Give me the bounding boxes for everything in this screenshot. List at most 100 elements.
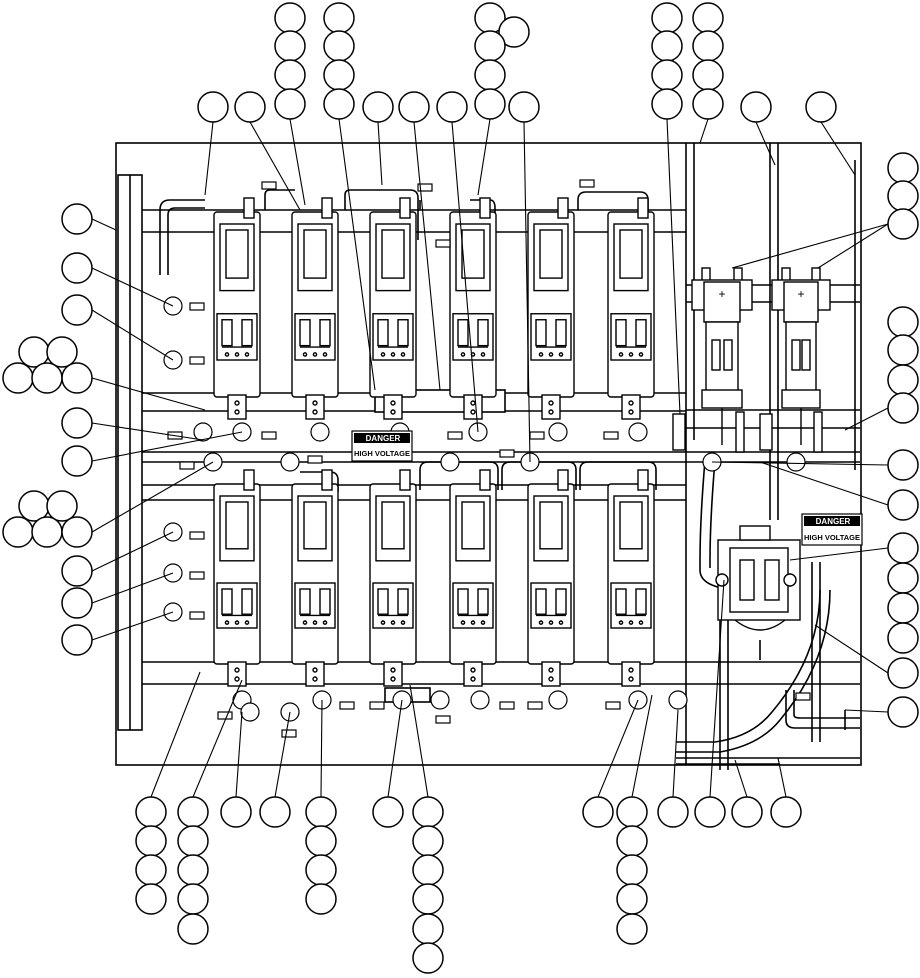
callout-bubble bbox=[887, 532, 919, 564]
leader-line bbox=[91, 309, 174, 361]
leader-line bbox=[731, 223, 889, 269]
stud bbox=[668, 690, 688, 710]
leader-line bbox=[204, 121, 214, 196]
callout-bubble bbox=[887, 334, 919, 366]
callout-bubble bbox=[616, 796, 648, 828]
leader-line bbox=[789, 547, 889, 561]
callout-bubble bbox=[651, 88, 683, 120]
callout-bubble bbox=[61, 555, 93, 587]
terminal-label bbox=[261, 431, 277, 440]
circuit-breaker bbox=[291, 197, 339, 420]
sign-high-voltage-text: HIGH VOLTAGE bbox=[804, 533, 860, 542]
leader-line bbox=[235, 711, 243, 798]
callout-bubble bbox=[887, 306, 919, 338]
callout-bubble bbox=[805, 91, 837, 123]
terminal-label bbox=[189, 531, 205, 540]
callout-bubble bbox=[474, 88, 506, 120]
leader-line bbox=[597, 699, 639, 798]
leader-line bbox=[91, 572, 174, 604]
leader-line bbox=[755, 121, 776, 166]
callout-bubble bbox=[274, 88, 306, 120]
callout-bubble bbox=[46, 490, 78, 522]
callout-bubble bbox=[305, 796, 337, 828]
terminal-label bbox=[605, 701, 621, 710]
circuit-breaker bbox=[527, 197, 575, 420]
terminal-block bbox=[672, 413, 686, 451]
leader-line bbox=[666, 118, 681, 415]
circuit-breaker bbox=[369, 469, 417, 687]
leader-line bbox=[817, 223, 889, 269]
callout-bubble bbox=[274, 30, 306, 62]
stud bbox=[470, 690, 490, 710]
leader-line bbox=[844, 407, 889, 431]
enclosure-outline bbox=[115, 142, 862, 766]
terminal-label bbox=[795, 692, 811, 701]
callout-bubble bbox=[887, 208, 919, 240]
callout-bubble bbox=[651, 30, 683, 62]
callout-bubble bbox=[887, 592, 919, 624]
terminal-label bbox=[189, 571, 205, 580]
stud bbox=[193, 422, 213, 442]
leader-line bbox=[451, 121, 479, 433]
callout-bubble bbox=[887, 489, 919, 521]
stud bbox=[440, 452, 460, 472]
callout-bubble bbox=[398, 91, 430, 123]
callout-bubble bbox=[887, 696, 919, 728]
callout-bubble bbox=[323, 2, 355, 34]
leader-line bbox=[338, 118, 376, 391]
sign-danger-text: DANGER bbox=[366, 434, 401, 443]
leader-line bbox=[672, 709, 679, 798]
stud bbox=[628, 422, 648, 442]
callout-bubble bbox=[323, 30, 355, 62]
leader-line bbox=[91, 431, 243, 462]
callout-bubble bbox=[412, 942, 444, 974]
callout-bubble bbox=[220, 796, 252, 828]
leader-line bbox=[289, 118, 306, 206]
callout-bubble bbox=[2, 362, 34, 394]
callout-bubble bbox=[323, 59, 355, 91]
callout-bubble bbox=[31, 516, 63, 548]
lower-right-contactor bbox=[715, 525, 801, 631]
callout-bubble bbox=[61, 624, 93, 656]
callout-bubble bbox=[135, 796, 167, 828]
callout-bubble bbox=[234, 91, 266, 123]
callout-bubble bbox=[323, 88, 355, 120]
callout-bubble bbox=[498, 16, 530, 48]
callout-bubble bbox=[887, 392, 919, 424]
callout-bubble bbox=[61, 203, 93, 235]
disconnect-switch: + bbox=[771, 267, 831, 453]
stud bbox=[548, 422, 568, 442]
leader-line bbox=[150, 671, 201, 798]
circuit-breaker bbox=[369, 197, 417, 420]
leader-line bbox=[91, 267, 174, 307]
leader-line bbox=[759, 461, 889, 506]
callout-bubble bbox=[61, 294, 93, 326]
callout-bubble bbox=[692, 59, 724, 91]
callout-bubble bbox=[197, 91, 229, 123]
circuit-breaker bbox=[449, 197, 497, 420]
callout-bubble bbox=[474, 59, 506, 91]
callout-bubble bbox=[740, 91, 772, 123]
plus-mark-text: + bbox=[797, 287, 804, 301]
terminal-label bbox=[189, 356, 205, 365]
callout-bubble bbox=[274, 2, 306, 34]
callout-bubble bbox=[177, 913, 209, 945]
callout-bubble bbox=[616, 854, 648, 886]
leader-line bbox=[523, 121, 531, 463]
terminal-label bbox=[499, 701, 515, 710]
leader-line bbox=[91, 531, 174, 572]
terminal-label bbox=[339, 701, 355, 710]
leader-line bbox=[699, 118, 709, 144]
leader-line bbox=[777, 757, 787, 798]
callout-bubble bbox=[887, 449, 919, 481]
callout-bubble bbox=[651, 59, 683, 91]
callout-bubble bbox=[274, 59, 306, 91]
callout-bubble bbox=[436, 91, 468, 123]
callout-bubble bbox=[651, 2, 683, 34]
leader-line bbox=[711, 461, 889, 466]
callout-bubble bbox=[135, 825, 167, 857]
leader-line bbox=[91, 611, 174, 641]
circuit-breaker bbox=[213, 197, 261, 420]
stud bbox=[310, 422, 330, 442]
